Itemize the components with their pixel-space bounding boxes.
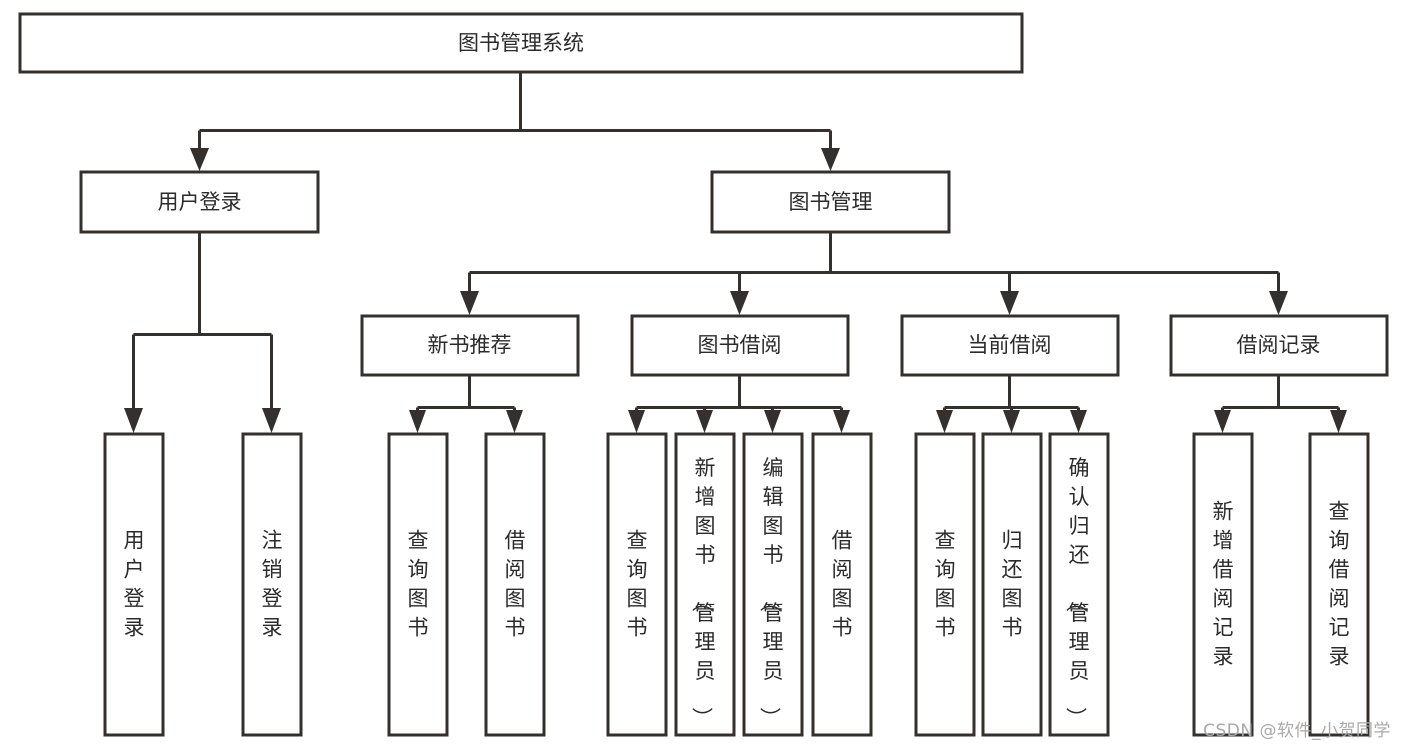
node-leaf-confirm-return-box[interactable] xyxy=(1048,432,1110,737)
node-leaf-add-record-label: 新增借阅记录 xyxy=(1213,500,1234,669)
node-leaf-query-book-1[interactable]: 查询图书 xyxy=(387,432,449,737)
arrow-head-borrow-book-2 xyxy=(833,410,850,433)
node-leaf-user-login-box[interactable] xyxy=(103,432,165,737)
node-leaf-query-book-3-label: 查询图书 xyxy=(935,529,956,640)
node-login-box[interactable] xyxy=(79,170,320,234)
node-leaf-add-book-box[interactable] xyxy=(674,432,736,737)
node-leaf-user-login[interactable]: 用户登录 xyxy=(103,432,165,737)
arrow-head-user-login xyxy=(124,408,143,433)
arrow-head-bookmgmt xyxy=(821,148,840,171)
node-leaf-add-book[interactable]: 新增图书（管理员） xyxy=(674,432,736,737)
node-leaf-query-book-1-label: 查询图书 xyxy=(408,529,429,640)
node-bookmgmt-label: 图书管理 xyxy=(789,190,873,214)
node-leaf-borrow-book-1-box[interactable] xyxy=(484,432,546,737)
node-leaf-edit-book[interactable]: 编辑图书（管理员） xyxy=(742,432,804,737)
node-leaf-return-book-label: 归还图书 xyxy=(1002,529,1023,640)
node-leaf-user-logout[interactable]: 注销登录 xyxy=(241,432,303,737)
node-newbook[interactable]: 新书推荐 xyxy=(360,314,580,377)
node-leaf-confirm-return-label: 确认归还（管理员） xyxy=(1064,456,1090,728)
arrow-head-borrow-book-1 xyxy=(506,410,523,433)
node-leaf-user-logout-box[interactable] xyxy=(241,432,303,737)
node-root-box[interactable] xyxy=(18,12,1024,74)
arrow-head-borrow xyxy=(730,291,749,315)
node-leaf-user-logout-label: 注销登录 xyxy=(262,529,283,640)
node-bookmgmt[interactable]: 图书管理 xyxy=(710,170,951,234)
node-newbook-box[interactable] xyxy=(360,314,580,377)
node-leaf-user-login-label: 用户登录 xyxy=(124,529,145,640)
arrow-head-newbook xyxy=(460,291,479,315)
node-newbook-label: 新书推荐 xyxy=(428,333,512,357)
arrow-head-edit-book xyxy=(764,410,781,433)
node-leaf-query-book-3[interactable]: 查询图书 xyxy=(914,432,976,737)
node-leaf-borrow-book-2[interactable]: 借阅图书 xyxy=(811,432,873,737)
node-leaf-return-book[interactable]: 归还图书 xyxy=(981,432,1043,737)
arrow-head-confirm-return xyxy=(1070,410,1087,433)
node-root[interactable]: 图书管理系统 xyxy=(18,12,1024,74)
node-leaf-query-record-label: 查询借阅记录 xyxy=(1329,500,1350,669)
node-leaf-query-book-1-box[interactable] xyxy=(387,432,449,737)
node-records[interactable]: 借阅记录 xyxy=(1169,314,1389,377)
arrow-head-return-book xyxy=(1003,410,1020,433)
arrow-head-query-book-1 xyxy=(409,410,426,433)
node-current-label: 当前借阅 xyxy=(968,333,1052,357)
arrow-head-user-logout xyxy=(262,408,281,433)
node-borrow-box[interactable] xyxy=(630,314,850,377)
node-borrow-label: 图书借阅 xyxy=(698,333,782,357)
node-leaf-borrow-book-1[interactable]: 借阅图书 xyxy=(484,432,546,737)
node-leaf-query-book-2-label: 查询图书 xyxy=(627,529,648,640)
node-leaf-query-book-2[interactable]: 查询图书 xyxy=(606,432,668,737)
node-leaf-add-record-box[interactable] xyxy=(1192,432,1254,737)
node-leaf-add-record[interactable]: 新增借阅记录 xyxy=(1192,432,1254,737)
arrow-head-query-book-2 xyxy=(628,410,645,433)
node-current-box[interactable] xyxy=(900,314,1120,377)
node-leaf-add-book-label: 新增图书（管理员） xyxy=(690,456,716,728)
node-current[interactable]: 当前借阅 xyxy=(900,314,1120,377)
arrow-head-add-record xyxy=(1214,410,1231,433)
node-leaf-borrow-book-1-label: 借阅图书 xyxy=(505,529,526,640)
node-leaf-edit-book-label: 编辑图书（管理员） xyxy=(758,456,784,728)
arrow-head-query-book-3 xyxy=(936,410,953,433)
arrow-head-login xyxy=(190,148,209,171)
arrow-head-query-record xyxy=(1330,410,1347,433)
node-leaf-borrow-book-2-box[interactable] xyxy=(811,432,873,737)
node-leaf-return-book-box[interactable] xyxy=(981,432,1043,737)
node-records-box[interactable] xyxy=(1169,314,1389,377)
node-login[interactable]: 用户登录 xyxy=(79,170,320,234)
arrow-head-add-book xyxy=(696,410,713,433)
node-bookmgmt-box[interactable] xyxy=(710,170,951,234)
node-records-label: 借阅记录 xyxy=(1237,333,1321,357)
node-leaf-confirm-return[interactable]: 确认归还（管理员） xyxy=(1048,432,1110,737)
node-leaf-query-book-2-box[interactable] xyxy=(606,432,668,737)
node-login-label: 用户登录 xyxy=(158,190,242,214)
arrow-head-records xyxy=(1269,291,1288,315)
node-leaf-query-record[interactable]: 查询借阅记录 xyxy=(1308,432,1370,737)
node-leaf-query-record-box[interactable] xyxy=(1308,432,1370,737)
node-leaf-query-book-3-box[interactable] xyxy=(914,432,976,737)
node-borrow[interactable]: 图书借阅 xyxy=(630,314,850,377)
node-leaf-borrow-book-2-label: 借阅图书 xyxy=(832,529,853,640)
arrow-head-current xyxy=(1000,291,1019,315)
node-leaf-edit-book-box[interactable] xyxy=(742,432,804,737)
connector-layer xyxy=(124,73,1347,433)
node-root-label: 图书管理系统 xyxy=(458,31,584,55)
